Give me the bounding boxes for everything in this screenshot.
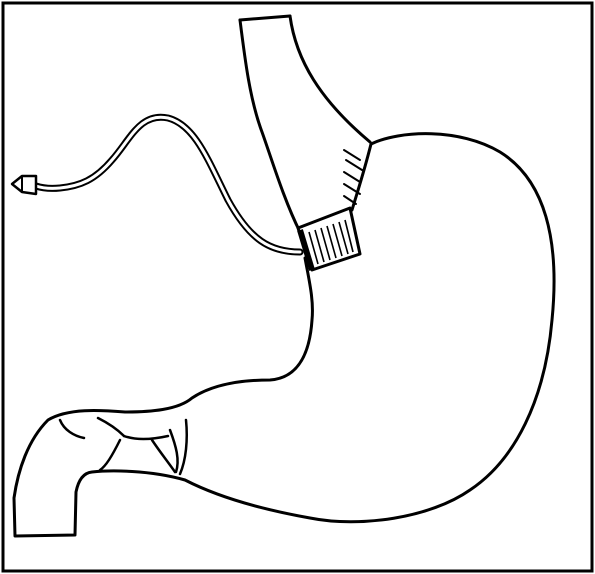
frame-border (3, 3, 592, 571)
esophagus-right-wall (290, 16, 370, 142)
esophagus-left-wall (240, 20, 300, 232)
duodenum-folds (60, 418, 187, 474)
gastric-band (298, 208, 360, 270)
access-port (12, 176, 36, 194)
pouch-wall (352, 144, 371, 210)
esophagus-top-edge (240, 16, 290, 20)
staple-line (344, 150, 362, 204)
band-tubing-inner (36, 117, 300, 252)
